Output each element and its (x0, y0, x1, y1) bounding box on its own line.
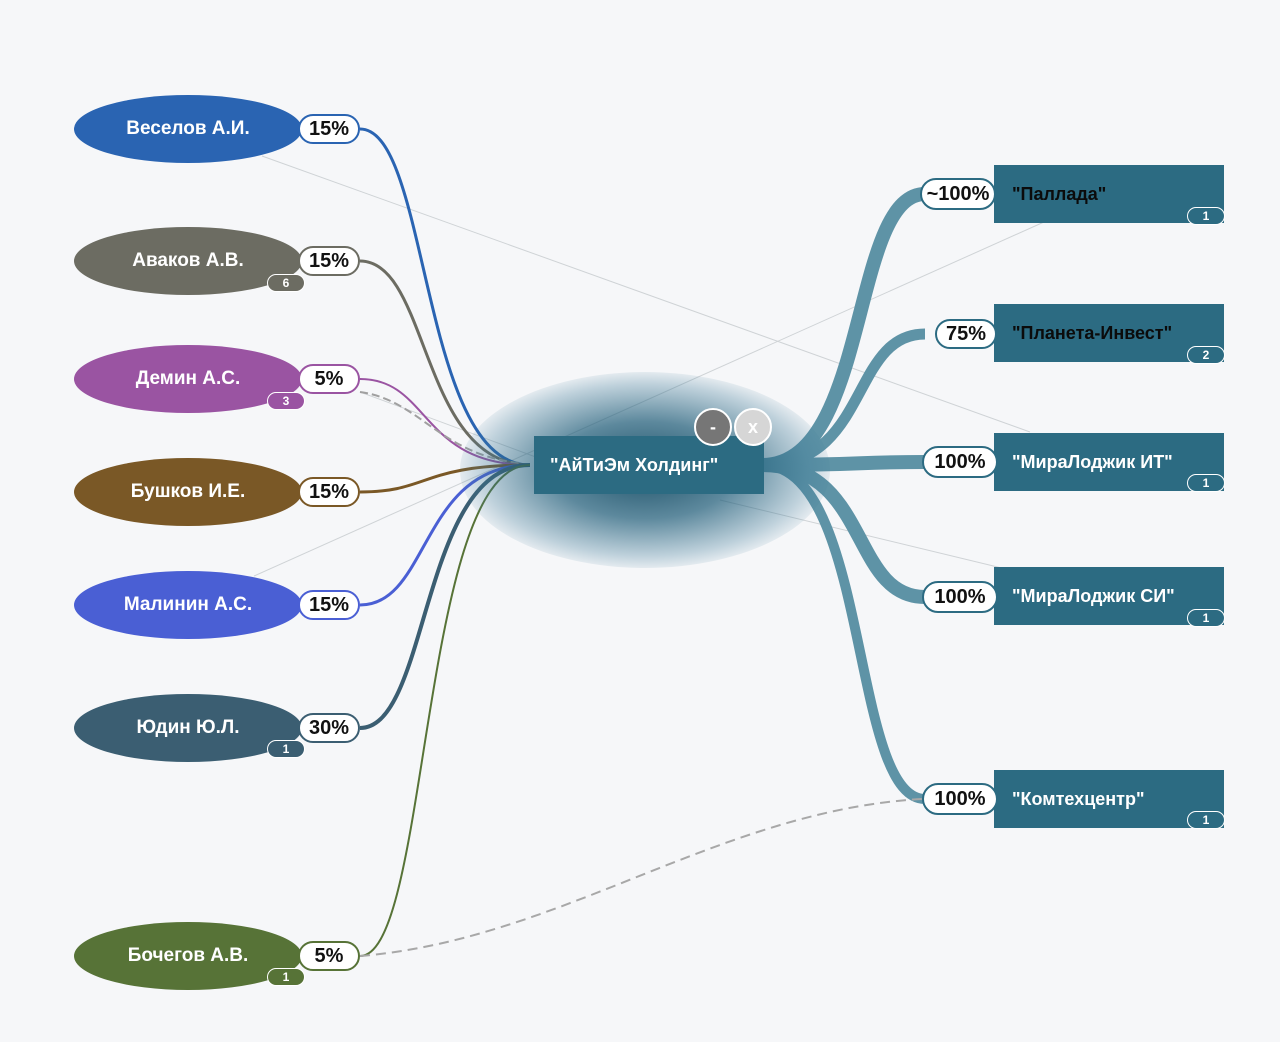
owner-node-malinin[interactable]: Малинин А.С. (74, 571, 302, 639)
subsidiary-node-planeta-invest[interactable]: "Планета-Инвест" (994, 304, 1224, 362)
collapse-button[interactable]: - (694, 408, 732, 446)
center-company-label: "АйТиЭм Холдинг" (550, 454, 719, 475)
subsidiary-badge-planeta-invest[interactable]: 2 (1187, 346, 1225, 364)
owner-badge-avakov[interactable]: 6 (267, 274, 305, 292)
subsidiary-share-komtekhcentr[interactable]: 100% (922, 783, 998, 815)
subsidiary-share-miralogic-it[interactable]: 100% (922, 446, 998, 478)
subsidiary-name: "МираЛоджик ИТ" (1012, 451, 1173, 472)
dashed-link (359, 798, 923, 957)
center-company-node[interactable]: "АйТиЭм Холдинг" (534, 436, 764, 494)
subsidiary-badge-komtekhcentr[interactable]: 1 (1187, 811, 1225, 829)
subsidiary-name: "Планета-Инвест" (1012, 322, 1173, 343)
close-button[interactable]: x (734, 408, 772, 446)
subsidiary-badge-miralogic-it[interactable]: 1 (1187, 474, 1225, 492)
owner-badge-yudin[interactable]: 1 (267, 740, 305, 758)
subsidiary-node-komtekhcentr[interactable]: "Комтехцентр" (994, 770, 1224, 828)
subsidiary-node-miralogic-it[interactable]: "МираЛоджик ИТ" (994, 433, 1224, 491)
owner-share-bushkov[interactable]: 15% (298, 477, 360, 507)
owner-badge-demin[interactable]: 3 (267, 392, 305, 410)
owner-share-veselov[interactable]: 15% (298, 114, 360, 144)
owner-name: Бушков И.Е. (130, 481, 246, 502)
owner-share-demin[interactable]: 5% (298, 364, 360, 394)
subsidiary-name: "МираЛоджик СИ" (1012, 585, 1175, 606)
subsidiary-node-miralogic-si[interactable]: "МираЛоджик СИ" (994, 567, 1224, 625)
owner-node-yudin[interactable]: Юдин Ю.Л. (74, 694, 302, 762)
subsidiary-share-miralogic-si[interactable]: 100% (922, 581, 998, 613)
subsidiary-badge-miralogic-si[interactable]: 1 (1187, 609, 1225, 627)
owner-share-avakov[interactable]: 15% (298, 246, 360, 276)
owner-name: Бочегов А.В. (127, 945, 249, 966)
owner-node-bushkov[interactable]: Бушков И.Е. (74, 458, 302, 526)
owner-name: Веселов А.И. (126, 118, 250, 139)
subsidiary-node-pallada[interactable]: "Паллада" (994, 165, 1224, 223)
owner-node-veselov[interactable]: Веселов А.И. (74, 95, 302, 163)
owner-share-bochegov[interactable]: 5% (298, 941, 360, 971)
owner-name: Демин А.С. (135, 368, 241, 389)
owner-node-avakov[interactable]: Аваков А.В. (74, 227, 302, 295)
subsidiary-name: "Паллада" (1012, 183, 1107, 204)
subsidiary-badge-pallada[interactable]: 1 (1187, 207, 1225, 225)
owner-share-malinin[interactable]: 15% (298, 590, 360, 620)
owner-badge-bochegov[interactable]: 1 (267, 968, 305, 986)
owner-share-yudin[interactable]: 30% (298, 713, 360, 743)
subsidiary-share-planeta-invest[interactable]: 75% (935, 319, 997, 349)
cross-line (261, 155, 1031, 433)
owner-name: Малинин А.С. (123, 594, 253, 615)
subsidiary-name: "Комтехцентр" (1012, 788, 1145, 809)
owner-node-bochegov[interactable]: Бочегов А.В. (74, 922, 302, 990)
owner-name: Аваков А.В. (132, 250, 244, 271)
owner-name: Юдин Ю.Л. (136, 717, 240, 738)
subsidiary-share-pallada[interactable]: ~100% (920, 178, 996, 210)
owner-node-demin[interactable]: Демин А.С. (74, 345, 302, 413)
